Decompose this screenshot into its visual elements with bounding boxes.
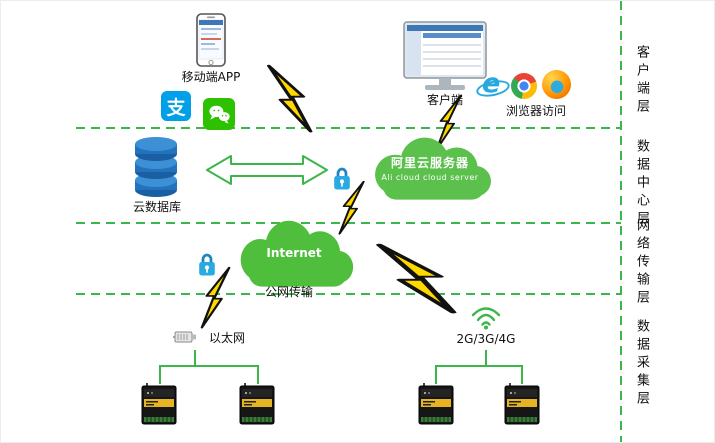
layer-separator-1 [76, 127, 621, 129]
cellular-label: 2G/3G/4G [456, 332, 516, 346]
chrome-browser-icon [511, 73, 537, 99]
device-controller-4 [504, 383, 540, 425]
connector-drop-left-2 [257, 365, 259, 384]
internet-label: Internet [266, 246, 322, 260]
ethernet-connector-icon [173, 326, 197, 348]
device-controller-2 [239, 383, 275, 425]
lightning-bolt-phone-to-cloud [263, 64, 315, 133]
ie-glyph: e [482, 68, 501, 99]
connector-drop-right-2 [521, 365, 523, 384]
lightning-bolt-cloud-to-internet [337, 180, 367, 235]
connector-stem-ethernet [194, 350, 196, 366]
connector-stem-cellular [485, 350, 487, 366]
wifi-icon [471, 302, 501, 330]
public-network-label: 公网传输 [264, 285, 313, 299]
internet-cloud: Internet [229, 218, 359, 288]
layer-separator-3 [76, 293, 621, 295]
layer-label-network: 网络传输层 [634, 218, 649, 308]
alipay-icon: 支 [161, 91, 191, 121]
layer-label-datacenter: 数据中心层 [634, 139, 649, 229]
cloud-database-label: 云数据库 [132, 200, 181, 214]
layer-separator-2 [76, 222, 621, 224]
connector-drop-left-1 [159, 365, 161, 384]
alipay-glyph: 支 [166, 96, 186, 119]
connector-bus-left [159, 365, 259, 367]
ie-browser-icon: e [474, 68, 512, 100]
lock-icon-network [197, 251, 217, 277]
connector-drop-right-1 [435, 365, 437, 384]
ie-ring [474, 77, 512, 100]
layer-label-acquisition: 数据采集层 [634, 319, 649, 409]
device-controller-3 [418, 383, 454, 425]
connector-bus-right [435, 365, 523, 367]
lightning-bolt-internet-to-cellular [369, 243, 461, 314]
ali-cloud-server: 阿里云服务器 Ali cloud cloud server [363, 135, 497, 201]
smartphone-icon [196, 13, 226, 67]
wechat-icon [203, 98, 235, 130]
mobile-app-label: 移动端APP [181, 70, 241, 84]
desktop-monitor-icon [403, 21, 487, 95]
device-controller-1 [141, 383, 177, 425]
firefox-browser-icon [542, 70, 571, 99]
ethernet-label: 以太网 [208, 331, 245, 345]
ali-cloud-label-en: Ali cloud cloud server [381, 173, 479, 182]
double-arrow-icon [203, 153, 331, 187]
lock-icon-datacenter [332, 165, 352, 191]
ali-cloud-label-cn: 阿里云服务器 [390, 156, 469, 170]
browser-access-label: 浏览器访问 [505, 104, 566, 118]
lightning-bolt-internet-to-ethernet [199, 266, 233, 329]
layer-separator-vertical [620, 1, 622, 442]
cloud-database-icon [133, 135, 179, 197]
layer-label-client: 客户端层 [634, 45, 649, 117]
